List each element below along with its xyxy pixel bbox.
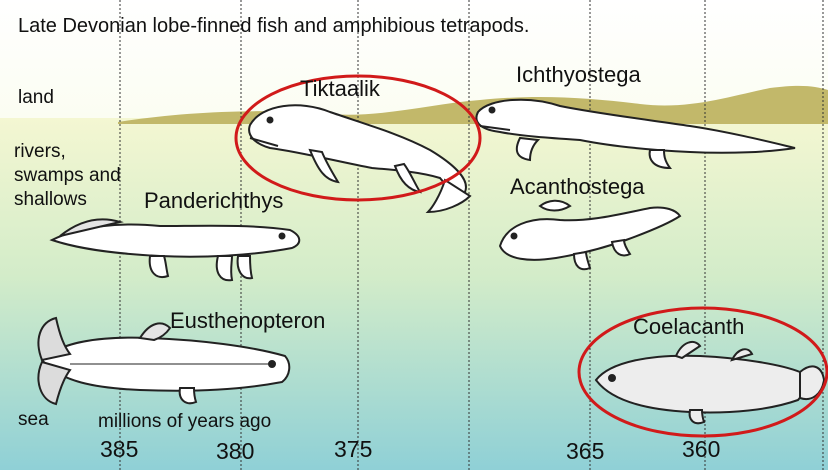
axis-title: millions of years ago (98, 412, 271, 431)
tick-375: 375 (334, 438, 372, 461)
label-ichthyostega: Ichthyostega (516, 64, 641, 86)
tick-380: 380 (216, 440, 254, 463)
zone-label-sea: sea (18, 408, 49, 432)
label-eusthenopteron: Eusthenopteron (170, 310, 325, 332)
label-tiktaalik: Tiktaalik (300, 78, 380, 100)
tick-385: 385 (100, 438, 138, 461)
zone-label-rivers-line-2: swamps and (14, 164, 121, 188)
label-panderichthys: Panderichthys (144, 190, 283, 212)
zone-label-rivers-line-3: shallows (14, 188, 121, 212)
label-coelacanth: Coelacanth (633, 316, 744, 338)
zone-label-land: land (18, 86, 54, 110)
zone-label-rivers: rivers, swamps and shallows (14, 140, 121, 211)
tick-365: 365 (566, 440, 604, 463)
label-acanthostega: Acanthostega (510, 176, 645, 198)
zone-label-rivers-line-1: rivers, (14, 140, 121, 164)
tick-360: 360 (682, 438, 720, 461)
diagram-title: Late Devonian lobe-finned fish and amphi… (18, 16, 529, 36)
